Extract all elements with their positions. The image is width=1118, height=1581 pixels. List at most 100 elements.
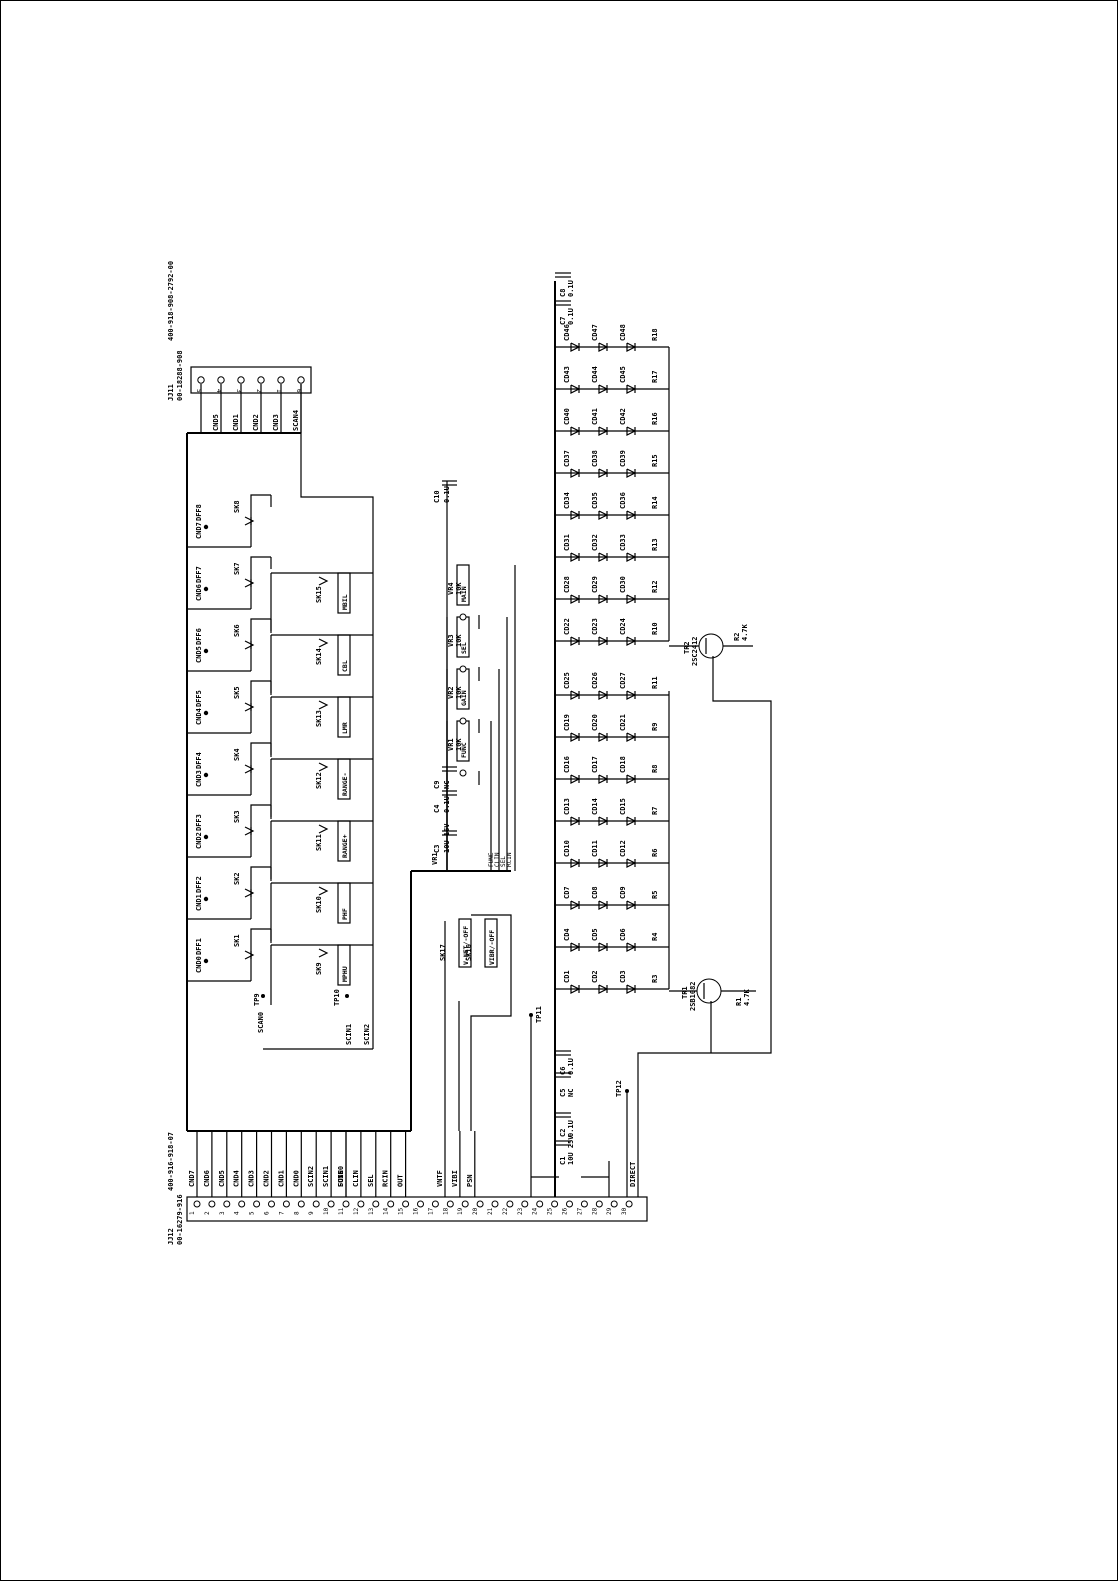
wire bbox=[637, 656, 772, 1059]
connector-jj11-pin-number: 5 bbox=[195, 389, 202, 393]
connector-jj12-net-label: PSN bbox=[466, 1174, 474, 1187]
switch-button-label: PHF bbox=[341, 908, 349, 920]
bus-label: RCIN bbox=[506, 852, 513, 867]
connector-jj12-part-full: 400-916-918-07 bbox=[167, 1132, 175, 1191]
connector-jj12-pin-number: 10 bbox=[323, 1207, 330, 1215]
resistor-ref: R14 bbox=[651, 496, 659, 509]
switch-ref-label: SK11 bbox=[315, 834, 323, 851]
diode-symbol bbox=[570, 900, 581, 910]
diode-ref: CD22 bbox=[563, 618, 571, 635]
connector-jj12-pin-number: 20 bbox=[472, 1207, 479, 1215]
switch-diode-label: DFF5 bbox=[195, 690, 203, 707]
capacitor-ref: C8 bbox=[559, 289, 567, 297]
connector-jj12-pin-number: 19 bbox=[457, 1207, 464, 1215]
connector-jj12-pin-number: 28 bbox=[591, 1207, 598, 1215]
encoder-pin bbox=[459, 769, 467, 777]
switch-symbol bbox=[244, 516, 255, 526]
connector-jj12-pin bbox=[446, 1200, 454, 1208]
connector-jj12-pin-number: 6 bbox=[264, 1211, 271, 1215]
connector-jj11-net-label: CND1 bbox=[232, 414, 240, 431]
diode-ref: CD27 bbox=[619, 672, 627, 689]
switch-ref-label: SK1 bbox=[233, 934, 241, 947]
connector-jj11-pin bbox=[217, 376, 225, 384]
transistor-part: 2SB1082 bbox=[689, 981, 697, 1011]
switch-diode-dot bbox=[203, 524, 209, 530]
connector-jj12-pin bbox=[372, 1200, 380, 1208]
diode-ref: CD5 bbox=[591, 928, 599, 941]
switch-wire bbox=[250, 494, 271, 547]
diode-symbol bbox=[598, 342, 609, 352]
switch-net-label: CND2 bbox=[195, 832, 203, 849]
capacitor-value: 10U 16V bbox=[443, 823, 451, 853]
capacitor-value: 0.1U bbox=[567, 308, 575, 325]
switch-ref-label: SK4 bbox=[233, 748, 241, 761]
resistor-ref: R10 bbox=[651, 622, 659, 635]
diode-ref: CD28 bbox=[563, 576, 571, 593]
diode-ref: CD1 bbox=[563, 970, 571, 983]
switch-button-label: LMR bbox=[341, 722, 349, 734]
switch-diode-dot bbox=[203, 648, 209, 654]
diode-symbol bbox=[626, 732, 637, 742]
encoder-ref: VR4 bbox=[447, 582, 455, 595]
diode-symbol bbox=[570, 942, 581, 952]
switch-symbol bbox=[244, 578, 255, 588]
diode-symbol bbox=[598, 984, 609, 994]
switch-symbol bbox=[244, 702, 255, 712]
diode-symbol bbox=[570, 636, 581, 646]
connector-jj11-part: 00-18288-908 bbox=[176, 350, 184, 401]
diode-symbol bbox=[626, 774, 637, 784]
connector-jj11-net-label: CND5 bbox=[212, 414, 220, 431]
connector-jj11-net-label: CND2 bbox=[252, 414, 260, 431]
switch-ref-label: SK7 bbox=[233, 562, 241, 575]
connector-jj11-pin bbox=[197, 376, 205, 384]
scan-net-label: SCIN1 bbox=[345, 1024, 353, 1045]
capacitor-value: 0.1U bbox=[567, 1120, 575, 1137]
diode-symbol bbox=[598, 384, 609, 394]
switch-wire bbox=[250, 556, 271, 609]
diode-symbol bbox=[570, 690, 581, 700]
connector-jj12-pin bbox=[610, 1200, 618, 1208]
connector-jj12-pin bbox=[595, 1200, 603, 1208]
resistor-ref: R3 bbox=[651, 975, 659, 983]
bus-label: FUNE bbox=[488, 852, 495, 867]
encoder-name: GAIN bbox=[460, 690, 468, 706]
switch-net-label: CND0 bbox=[195, 956, 203, 973]
resistor-ref: R6 bbox=[651, 849, 659, 857]
diode-symbol bbox=[598, 510, 609, 520]
resistor-ref: R11 bbox=[651, 676, 659, 689]
base-resistor-value: 4.7K bbox=[741, 623, 749, 641]
capacitor-ref: C2 bbox=[559, 1129, 567, 1137]
capacitor-value: NC bbox=[443, 781, 451, 789]
diode-symbol bbox=[626, 984, 637, 994]
transistor-body bbox=[698, 633, 724, 659]
connector-jj12-pin bbox=[551, 1200, 559, 1208]
capacitor-ref: C5 bbox=[559, 1089, 567, 1097]
diode-ref: CD8 bbox=[591, 886, 599, 899]
switch-diode-dot bbox=[203, 834, 209, 840]
connector-jj12-pin-number: 16 bbox=[413, 1207, 420, 1215]
switch-button-label: MBIL bbox=[341, 594, 349, 610]
diode-ref: CD12 bbox=[619, 840, 627, 857]
connector-jj12-pin-number: 18 bbox=[442, 1207, 449, 1215]
connector-jj12-net-label: VNTF bbox=[436, 1170, 444, 1187]
diode-symbol bbox=[598, 552, 609, 562]
connector-jj12-pin-number: 21 bbox=[487, 1207, 494, 1215]
diode-ref: CD25 bbox=[563, 672, 571, 689]
diode-ref: CD16 bbox=[563, 756, 571, 773]
diode-ref: CD7 bbox=[563, 886, 571, 899]
diode-ref: CD36 bbox=[619, 492, 627, 509]
encoder-value: 10K bbox=[455, 634, 463, 647]
connector-jj12-pin-number: 27 bbox=[576, 1207, 583, 1215]
connector-jj12-pin bbox=[476, 1200, 484, 1208]
diode-symbol bbox=[598, 636, 609, 646]
connector-jj12-pin bbox=[566, 1200, 573, 1208]
switch-ref-label: SK8 bbox=[233, 500, 241, 513]
connector-jj12-pin bbox=[491, 1200, 499, 1208]
mode-switch-label: VIBR/-OFF bbox=[488, 930, 496, 965]
connector-jj12-pin bbox=[223, 1200, 231, 1208]
diode-ref: CD39 bbox=[619, 450, 627, 467]
switch-ref-label: SK13 bbox=[315, 710, 323, 727]
connector-jj12-pin bbox=[327, 1200, 335, 1208]
diode-symbol bbox=[626, 510, 637, 520]
